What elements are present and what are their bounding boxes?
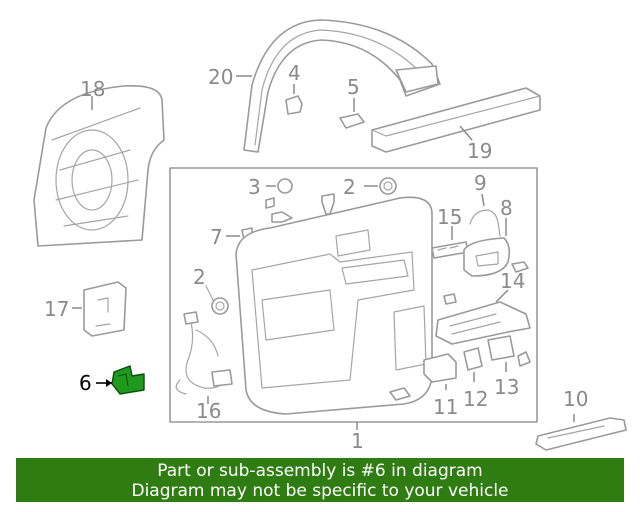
part-15-switch	[431, 226, 469, 259]
screw-handle	[511, 261, 529, 273]
callout-3: 3	[248, 175, 261, 199]
callout-12: 12	[463, 387, 488, 411]
callout-19: 19	[467, 139, 492, 163]
callout-6: 6	[79, 371, 92, 395]
part-9-rod	[469, 193, 501, 237]
banner-line-2: Diagram may not be specific to your vehi…	[131, 481, 509, 501]
callout-14: 14	[500, 269, 525, 293]
part-5-clip	[339, 98, 365, 129]
part-10-trim-strip	[535, 414, 627, 451]
small-clip-near-14	[443, 293, 457, 305]
callout-1: 1	[351, 429, 364, 453]
callout-2-lower: 2	[193, 265, 206, 289]
part-19-belt-molding	[371, 87, 541, 153]
callout-18: 18	[80, 77, 105, 101]
callout-11: 11	[433, 395, 458, 419]
callout-17: 17	[44, 297, 69, 321]
callout-5: 5	[347, 75, 360, 99]
part-16-wiring-harness	[175, 311, 233, 404]
part-17-control-module	[72, 281, 127, 337]
part-14-switch-bezel	[435, 289, 531, 345]
callout-16: 16	[196, 399, 221, 423]
part-11-switch	[423, 353, 457, 390]
callout-13: 13	[494, 375, 519, 399]
door-trim-panel	[235, 196, 433, 415]
callout-2-top: 2	[343, 175, 356, 199]
part-8-inside-handle	[463, 218, 511, 277]
part-18-door-module	[33, 84, 165, 247]
part-20-window-molding	[236, 19, 441, 153]
callout-8: 8	[500, 196, 513, 220]
callout-20: 20	[208, 65, 233, 89]
part-3-push-pin	[266, 178, 293, 194]
door-trim-assembly-box	[169, 167, 538, 430]
small-clip-bottom	[389, 387, 411, 401]
part-12-switch	[463, 347, 483, 382]
part-6-bracket-highlighted	[96, 365, 145, 395]
callout-7: 7	[210, 225, 223, 249]
part-4-clip	[285, 84, 303, 115]
part-13-switch	[487, 335, 531, 372]
callout-10: 10	[563, 387, 588, 411]
callout-4: 4	[288, 61, 301, 85]
callout-9: 9	[474, 171, 487, 195]
screws-top	[265, 193, 335, 223]
part-2-retainer-lower	[205, 285, 229, 315]
banner-line-1: Part or sub-assembly is #6 in diagram	[157, 461, 483, 481]
notice-banner: Part or sub-assembly is #6 in diagram Di…	[16, 458, 624, 502]
callout-15: 15	[437, 205, 462, 229]
part-2-retainer-top	[364, 177, 397, 195]
